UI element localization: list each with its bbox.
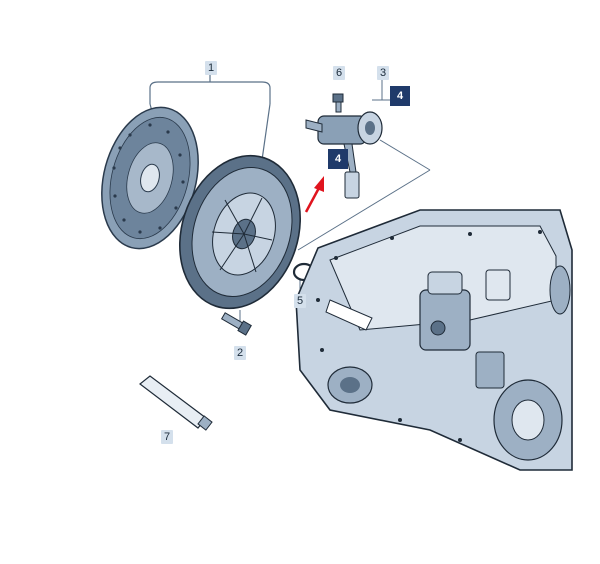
- callout-6: 6: [333, 66, 346, 80]
- pressure-plate: [179, 154, 301, 310]
- bolt-6: [332, 93, 344, 113]
- callout-4-highlighted: 4: [328, 149, 348, 169]
- callout-5: 5: [294, 294, 307, 308]
- bolt-2: [220, 312, 252, 336]
- red-arrow: [304, 176, 324, 213]
- callout-3: 3: [377, 66, 390, 80]
- callout-4-top: 4: [390, 86, 410, 106]
- gearbox-housing: [295, 209, 573, 471]
- callout-2: 2: [234, 346, 247, 360]
- callout-1: 1: [205, 61, 218, 75]
- callout-7: 7: [161, 430, 174, 444]
- grease-tube-7: [139, 375, 213, 431]
- clutch-disc: [101, 106, 199, 250]
- release-bearing: [305, 111, 383, 199]
